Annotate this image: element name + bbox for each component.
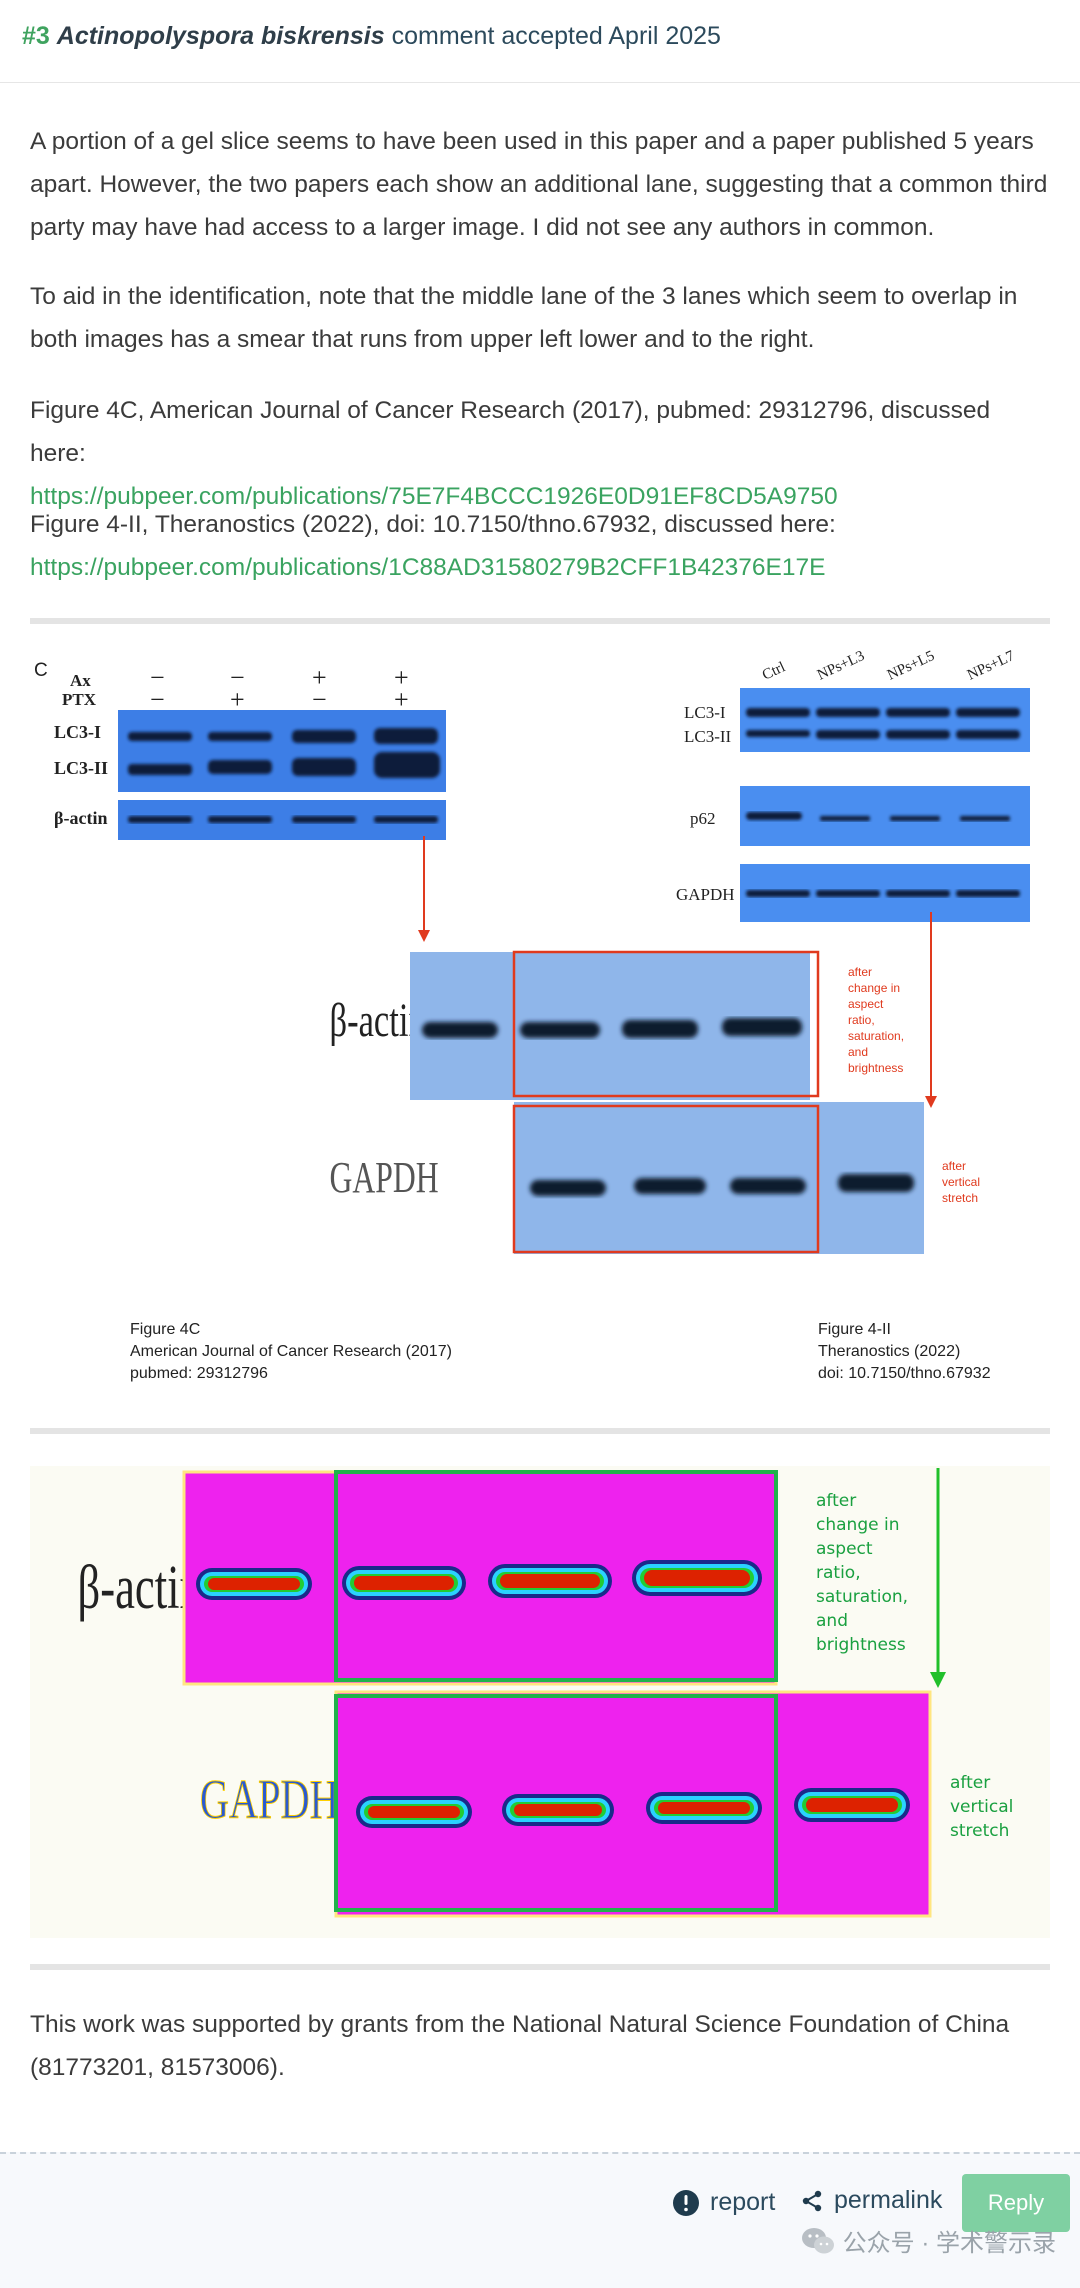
comment-header: #3 Actinopolyspora biskrensis comment ac… bbox=[0, 0, 1080, 83]
m-note2-line-1: after bbox=[950, 1773, 990, 1793]
comment-footer bbox=[0, 2152, 1080, 2288]
green-box-bactin bbox=[334, 1470, 778, 1682]
ax-label: Ax bbox=[70, 671, 91, 690]
watermark: 公众号 · 学术警示录 bbox=[801, 2223, 1056, 2258]
permalink-button[interactable]: permalink bbox=[800, 2186, 942, 2215]
bactin-label: β-actin bbox=[54, 808, 107, 828]
note1-line-1: after bbox=[848, 965, 872, 979]
note1-line-5: saturation, bbox=[848, 1029, 904, 1043]
pubpeer-link-2[interactable]: https://pubpeer.com/publications/1C88AD3… bbox=[30, 554, 826, 581]
comment-status: comment accepted April 2025 bbox=[391, 22, 721, 50]
caption-right-2: Theranostics (2022) bbox=[818, 1343, 960, 1360]
note1-line-3: aspect bbox=[848, 997, 884, 1011]
m-note1-line-1: after bbox=[816, 1491, 856, 1511]
paragraph-funding: This work was supported by grants from t… bbox=[30, 2011, 1010, 2081]
paragraph-3: Figure 4C, American Journal of Cancer Re… bbox=[30, 389, 1050, 518]
pubpeer-link-1[interactable]: https://pubpeer.com/publications/75E7F4B… bbox=[30, 483, 838, 510]
right-lc3i-label: LC3-I bbox=[684, 703, 726, 722]
caption-left-3: pubmed: 29312796 bbox=[130, 1365, 268, 1382]
note1-line-4: ratio, bbox=[848, 1013, 875, 1027]
gapdh-label-small: GAPDH bbox=[676, 885, 735, 904]
caption-right-3: doi: 10.7150/thno.67932 bbox=[818, 1365, 991, 1382]
comment-title: #3 Actinopolyspora biskrensis comment ac… bbox=[22, 22, 721, 51]
m-note1-line-5: saturation, bbox=[816, 1587, 908, 1607]
share-icon bbox=[802, 2190, 822, 2211]
wechat-icon bbox=[801, 2227, 834, 2253]
m-note2-line-2: vertical bbox=[950, 1797, 1013, 1817]
caption-left-2: American Journal of Cancer Research (201… bbox=[130, 1343, 452, 1360]
report-button[interactable]: report bbox=[672, 2188, 775, 2217]
note1-line-7: brightness bbox=[848, 1061, 903, 1075]
m-note1-line-4: ratio, bbox=[816, 1563, 861, 1583]
red-box-bactin bbox=[512, 950, 820, 1098]
note2-line-1: after bbox=[942, 1159, 966, 1173]
big-bactin-label: β-actin bbox=[330, 995, 426, 1048]
magenta-gapdh-bands bbox=[356, 1788, 910, 1828]
ax-sign-2: − bbox=[230, 663, 245, 692]
divider-3 bbox=[30, 1964, 1050, 1970]
magenta-bactin-bands bbox=[196, 1560, 762, 1600]
note1-line-2: change in bbox=[848, 981, 900, 995]
paragraph-4: Figure 4-II, Theranostics (2022), doi: 1… bbox=[30, 503, 1050, 589]
report-label: report bbox=[710, 2188, 776, 2216]
commenter-name[interactable]: Actinopolyspora biskrensis bbox=[56, 22, 385, 50]
note2-line-2: vertical bbox=[942, 1175, 980, 1189]
figure-comparison-blue: C Ax PTX − − + + − + − + LC3-I LC3-II β-… bbox=[30, 640, 1050, 1410]
ptx-label: PTX bbox=[62, 690, 97, 709]
red-box-gapdh bbox=[512, 1104, 820, 1254]
divider-2 bbox=[30, 1428, 1050, 1434]
figure-1-svg: C Ax PTX − − + + − + − + LC3-I LC3-II β-… bbox=[30, 640, 1050, 1410]
figure-ref-1: Figure 4C, American Journal of Cancer Re… bbox=[30, 397, 991, 467]
paragraph-1: A portion of a gel slice seems to have b… bbox=[30, 128, 1048, 241]
m-note1-line-3: aspect bbox=[816, 1539, 873, 1559]
p62-label: p62 bbox=[690, 809, 716, 828]
ax-sign-1: − bbox=[150, 663, 165, 692]
watermark-text: 公众号 · 学术警示录 bbox=[842, 2230, 1056, 2257]
note2-line-3: stretch bbox=[942, 1191, 978, 1205]
lc3-blot bbox=[118, 710, 446, 792]
ptx-sign-4: + bbox=[394, 685, 409, 714]
caption-left-1: Figure 4C bbox=[130, 1321, 200, 1338]
right-lc3ii-label: LC3-II bbox=[684, 727, 732, 746]
paragraph-2: To aid in the identification, note that … bbox=[30, 283, 1018, 353]
reply-button[interactable]: Reply bbox=[962, 2174, 1070, 2232]
caption-right-1: Figure 4-II bbox=[818, 1321, 891, 1338]
m-note1-line-6: and bbox=[816, 1611, 848, 1631]
right-lc3-blot bbox=[740, 688, 1030, 752]
figure-2-svg: β-actin after change in aspect ratio, bbox=[30, 1466, 1050, 1938]
ptx-sign-2: + bbox=[230, 685, 245, 714]
alert-icon bbox=[673, 2189, 699, 2216]
m-note2-line-3: stretch bbox=[950, 1821, 1009, 1841]
comment-number[interactable]: #3 bbox=[22, 22, 50, 50]
green-box-gapdh bbox=[334, 1694, 778, 1912]
m-note1-line-7: brightness bbox=[816, 1635, 906, 1655]
magenta-bactin-label: β-actin bbox=[78, 1553, 202, 1622]
lc3i-label: LC3-I bbox=[54, 722, 101, 742]
divider-1 bbox=[30, 618, 1050, 624]
m-note1-line-2: change in bbox=[816, 1515, 899, 1535]
big-gapdh-label: GAPDH bbox=[330, 1154, 439, 1202]
ptx-sign-1: − bbox=[150, 685, 165, 714]
figure-ref-2: Figure 4-II, Theranostics (2022), doi: 1… bbox=[30, 511, 836, 538]
ax-sign-3: + bbox=[312, 663, 327, 692]
figure-comparison-magenta: β-actin after change in aspect ratio, bbox=[30, 1466, 1050, 1938]
note1-line-6: and bbox=[848, 1045, 868, 1059]
lc3ii-label: LC3-II bbox=[54, 758, 108, 778]
permalink-label: permalink bbox=[834, 2186, 943, 2214]
panel-letter: C bbox=[34, 660, 48, 681]
ptx-sign-3: − bbox=[312, 685, 327, 714]
magenta-gapdh-label: GAPDH bbox=[200, 1769, 339, 1831]
ax-sign-4: + bbox=[394, 663, 409, 692]
